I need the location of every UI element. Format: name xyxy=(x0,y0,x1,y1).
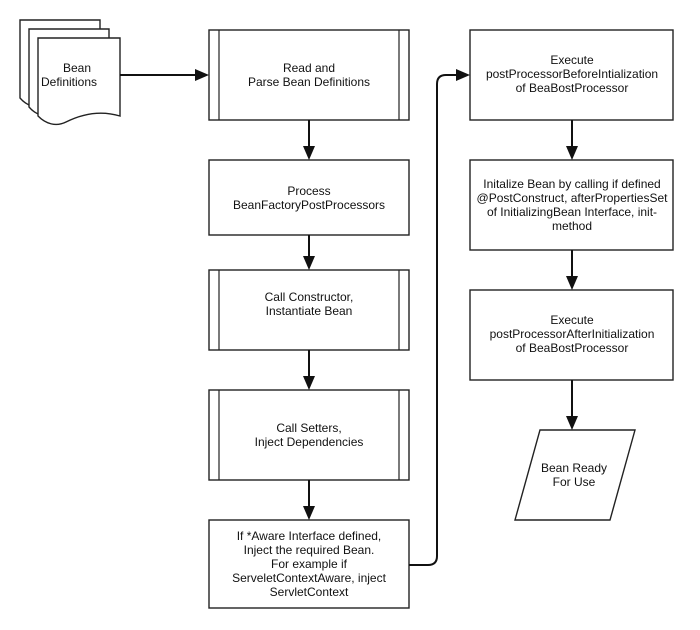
bean-definitions-line-1: Bean xyxy=(63,61,91,75)
bean-ready-line-1: Bean Ready xyxy=(541,461,607,475)
bean-ready-line-2: For Use xyxy=(553,475,596,489)
post-after-line-1: Execute xyxy=(550,313,594,327)
arrowhead-definitions-to-read xyxy=(195,69,209,81)
bean-ready-node: Bean Ready For Use xyxy=(514,429,636,521)
read-parse-line-1: Read and xyxy=(283,61,335,75)
initialize-bean-line-1: Initalize Bean by calling if defined xyxy=(483,177,660,191)
post-after-box xyxy=(469,289,674,381)
initialize-bean-line-3: of InitializingBean Interface, init- xyxy=(487,205,657,219)
post-after-node: Execute postProcessorAfterInitialization… xyxy=(469,289,674,381)
arrowhead-post-after-to-ready xyxy=(566,416,578,430)
aware-interface-line-4: ServeletContextAware, inject xyxy=(232,571,387,585)
bean-definitions-node: Bean Definitions xyxy=(19,19,121,126)
call-setters-line-1: Call Setters, xyxy=(276,421,341,435)
process-bfpp-node: Process BeanFactoryPostProcessors xyxy=(208,159,410,236)
arrowhead-read-to-process xyxy=(303,146,315,160)
post-before-node: Execute postProcessorBeforeIntialization… xyxy=(469,29,674,121)
call-constructor-node: Call Constructor, Instantiate Bean xyxy=(208,269,410,351)
process-bfpp-box xyxy=(208,159,410,236)
bean-definitions-line-2: Definitions xyxy=(41,75,97,89)
read-parse-node: Read and Parse Bean Definitions xyxy=(208,29,410,121)
arrowhead-initialize-to-post-after xyxy=(566,276,578,290)
initialize-bean-node: Initalize Bean by calling if defined @Po… xyxy=(469,159,674,251)
initialize-bean-box xyxy=(469,159,674,251)
post-after-line-2: postProcessorAfterInitialization xyxy=(490,327,655,341)
process-bfpp-line-2: BeanFactoryPostProcessors xyxy=(233,198,385,212)
arrowhead-setters-to-aware xyxy=(303,506,315,520)
arrowhead-post-before-to-initialize xyxy=(566,146,578,160)
aware-interface-line-5: ServletContext xyxy=(270,585,349,599)
connector-aware-to-post-before xyxy=(409,74,457,566)
bean-ready-parallelogram xyxy=(514,429,636,521)
aware-interface-line-3: For example if xyxy=(271,557,348,571)
post-before-line-1: Execute xyxy=(550,53,594,67)
document-shape-front xyxy=(37,37,121,126)
post-before-line-2: postProcessorBeforeIntialization xyxy=(486,67,658,81)
post-before-line-3: of BeaBostProcessor xyxy=(516,81,629,95)
call-setters-node: Call Setters, Inject Dependencies xyxy=(208,389,410,481)
read-parse-line-2: Parse Bean Definitions xyxy=(248,75,370,89)
process-bfpp-line-1: Process xyxy=(287,184,330,198)
arrowhead-constructor-to-setters xyxy=(303,376,315,390)
arrowhead-process-to-constructor xyxy=(303,256,315,270)
aware-interface-line-1: If *Aware Interface defined, xyxy=(237,529,382,543)
call-constructor-line-1: Call Constructor, xyxy=(265,290,354,304)
aware-interface-box xyxy=(208,519,410,609)
initialize-bean-line-4: method xyxy=(552,219,592,233)
call-constructor-line-2: Instantiate Bean xyxy=(266,304,353,318)
arrowhead-aware-to-post-before xyxy=(456,69,470,81)
aware-interface-node: If *Aware Interface defined, Inject the … xyxy=(208,519,410,609)
call-setters-line-2: Inject Dependencies xyxy=(255,435,364,449)
post-after-line-3: of BeaBostProcessor xyxy=(516,341,629,355)
connectors xyxy=(120,69,578,566)
aware-interface-line-2: Inject the required Bean. xyxy=(244,543,375,557)
initialize-bean-line-2: @PostConstruct, afterPropertiesSet xyxy=(477,191,669,205)
